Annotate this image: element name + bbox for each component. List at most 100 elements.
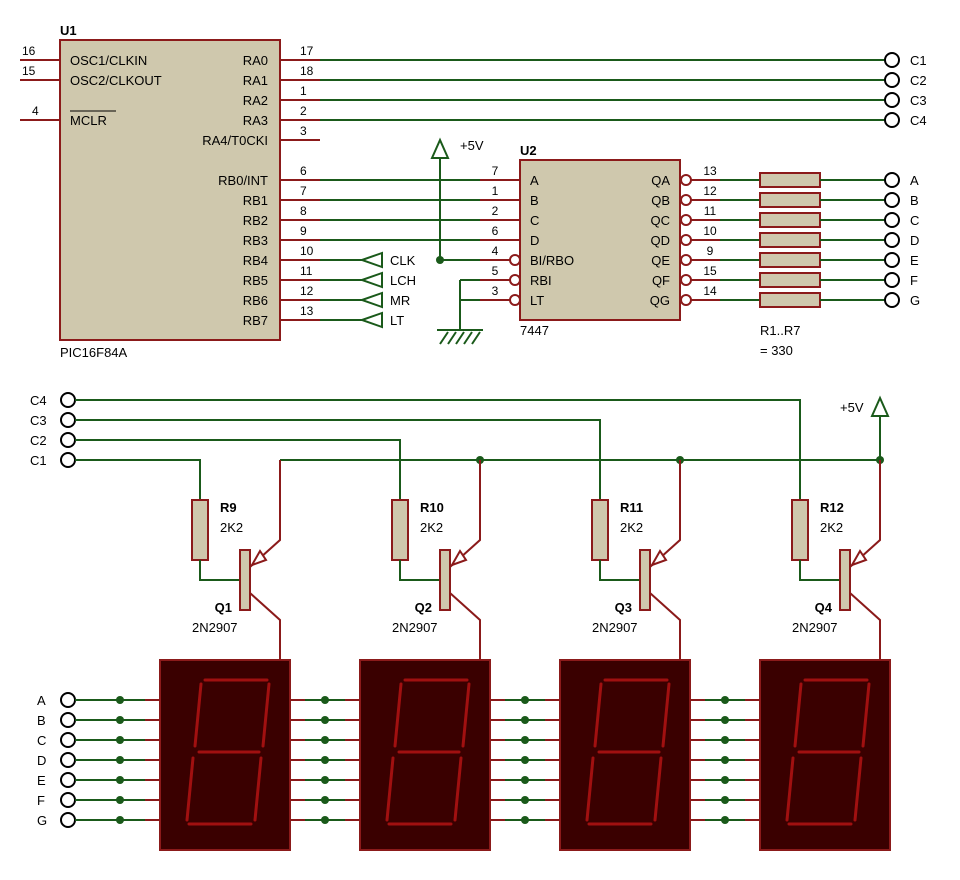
u2-pin-num: 13 <box>703 164 717 178</box>
terminal-segment-a[interactable] <box>884 172 900 188</box>
terminal-c3[interactable] <box>884 92 900 108</box>
terminal-segment-bottom[interactable] <box>60 732 76 748</box>
u2-pin-name: C <box>530 213 539 228</box>
u1-body <box>59 39 281 341</box>
terminal-label: C1 <box>910 53 927 68</box>
transistor-ref: Q4 <box>815 600 833 615</box>
bus-arrow-icon <box>358 311 383 329</box>
emitter-lead <box>849 460 881 568</box>
collector-lead <box>249 592 281 660</box>
inverter-bubble-icon <box>680 294 692 306</box>
resistor-r1 <box>759 172 821 188</box>
terminal-label: C <box>37 733 46 748</box>
seven-segment-display <box>759 659 891 851</box>
display-segment <box>461 682 471 748</box>
resistor-r6 <box>759 272 821 288</box>
terminal-segment-bottom[interactable] <box>60 792 76 808</box>
u1-pin-num: 8 <box>300 204 307 218</box>
inverter-bubble-icon <box>509 294 521 306</box>
terminal-label: F <box>910 273 918 288</box>
u1-pin-name: RB3 <box>243 233 268 248</box>
display-segment <box>393 682 403 748</box>
bus-arrow-icon <box>358 271 383 289</box>
digit-terminals: C1 C2 C3 C4 <box>884 52 927 128</box>
terminal-segment-e[interactable] <box>884 252 900 268</box>
terminal-c2-bottom[interactable] <box>60 432 76 448</box>
seven-segment-displays <box>159 659 891 851</box>
display-segment <box>785 756 795 822</box>
terminal-c4-bottom[interactable] <box>60 392 76 408</box>
terminal-segment-c[interactable] <box>884 212 900 228</box>
resistor-r4 <box>759 232 821 248</box>
power-arrow-icon <box>870 395 890 417</box>
u1-pin-name: RA1 <box>243 73 268 88</box>
terminal-label: C4 <box>30 393 47 408</box>
transistor-part: 2N2907 <box>792 620 838 635</box>
u2-pin-name: QD <box>651 233 671 248</box>
u1-pin-num: 16 <box>22 44 36 58</box>
resistor-ref: R12 <box>820 500 844 515</box>
u2-ref: U2 <box>520 143 537 158</box>
transistor-body <box>839 549 851 611</box>
port-a-wires <box>320 59 885 121</box>
terminal-label: A <box>910 173 919 188</box>
base-resistor <box>391 499 409 561</box>
terminal-segment-f[interactable] <box>884 272 900 288</box>
emitter-lead <box>449 460 481 568</box>
u2-body <box>519 159 681 321</box>
display-segment <box>253 756 263 822</box>
u2-pin-name: QB <box>651 193 670 208</box>
power-top: +5V <box>430 137 484 345</box>
transistor-ref: Q2 <box>415 600 432 615</box>
display-segment <box>193 682 203 748</box>
pnp-arrow-icon <box>849 549 868 567</box>
terminal-segment-bottom[interactable] <box>60 812 76 828</box>
u1-pin-name: RB4 <box>243 253 268 268</box>
resistor-value: 2K2 <box>220 520 243 535</box>
resistor-r2 <box>759 192 821 208</box>
resistor-value: 2K2 <box>420 520 443 535</box>
terminal-segment-g[interactable] <box>884 292 900 308</box>
bus-arrow-icon <box>358 291 383 309</box>
display-segment <box>585 756 595 822</box>
u2-pin-name: QF <box>652 273 670 288</box>
display-segment <box>661 682 671 748</box>
terminal-c2[interactable] <box>884 72 900 88</box>
bus-label: MR <box>390 293 410 308</box>
u2-pin-num: 9 <box>707 244 714 258</box>
transistor-ref: Q1 <box>215 600 232 615</box>
terminal-segment-d[interactable] <box>884 232 900 248</box>
segment-terminal-labels: A B C D E F G <box>37 693 47 828</box>
u1-pin-name: OSC2/CLKOUT <box>70 73 162 88</box>
terminal-c3-bottom[interactable] <box>60 412 76 428</box>
u1-pin-num: 3 <box>300 124 307 138</box>
terminal-segment-b[interactable] <box>884 192 900 208</box>
terminal-c1[interactable] <box>884 52 900 68</box>
u2-pin-num: 1 <box>492 184 499 198</box>
display-segment <box>853 756 863 822</box>
u2-pin-name: A <box>530 173 539 188</box>
bus-label: LT <box>390 313 404 328</box>
u2-pin-num: 3 <box>492 284 499 298</box>
base-resistor <box>791 499 809 561</box>
terminal-segment-bottom[interactable] <box>60 752 76 768</box>
terminal-segment-bottom[interactable] <box>60 692 76 708</box>
rpack-ref: R1..R7 <box>760 323 800 338</box>
transistor-body <box>439 549 451 611</box>
terminal-c4[interactable] <box>884 112 900 128</box>
terminal-label: E <box>37 773 46 788</box>
terminal-segment-bottom[interactable] <box>60 772 76 788</box>
resistor-ref: R9 <box>220 500 237 515</box>
terminal-segment-bottom[interactable] <box>60 712 76 728</box>
u2-pin-num: 15 <box>703 264 717 278</box>
u2-pin-num: 4 <box>492 244 499 258</box>
terminal-label: C <box>910 213 919 228</box>
u2-pin-num: 7 <box>492 164 499 178</box>
terminal-c1-bottom[interactable] <box>60 452 76 468</box>
u2-part: 7447 <box>520 323 549 338</box>
bus-arrow-icon <box>358 251 383 269</box>
u2-pin-num: 5 <box>492 264 499 278</box>
bus-labels: CLK LCH MR LT <box>320 251 416 329</box>
